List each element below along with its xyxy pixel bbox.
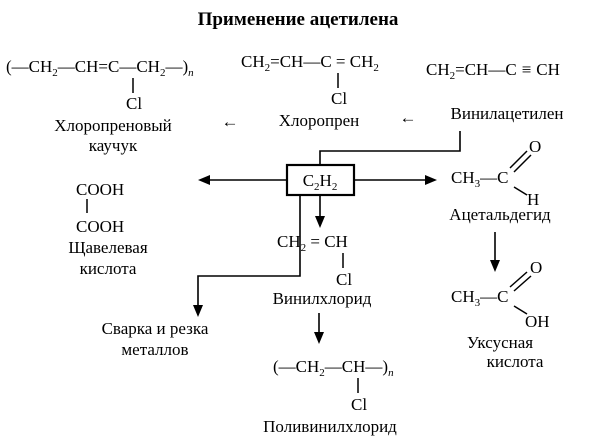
svg-text:CH3—C: CH3—C [451,168,508,190]
hub-to-vinylacetylene-line [319,131,461,165]
chloroprene-rubber-mid: —CH=C—CH [57,57,160,76]
acetic-acid-oh: OH [525,312,550,331]
vinyl-chloride-to-pvc-arrowhead [314,332,324,344]
vinylacetylene-formula: CH2=CH—C≡CH [426,60,560,82]
vinylacetylene-name: Винилацетилен [451,104,564,123]
acetic-acid-formula: CH3—C O OH [451,258,550,331]
chloroprene-rubber-sub1: 2 [52,67,58,79]
chloroprene-rubber-formula: (—CH2—CH=C—CH2—)n Cl [6,57,194,113]
acetaldehyde-dash: —C [479,168,508,187]
hub-to-oxalic-arrowhead [198,175,210,185]
oxalic-acid-bottom: COOH [76,217,124,236]
acetaldehyde-co-bond2 [513,154,532,173]
acetic-acid-dash: —C [479,287,508,306]
acetaldehyde-formula: CH3—C O H [451,137,541,209]
arrow-to-chloroprene: ← [400,108,417,127]
vinyl-chloride-left-sub: 2 [301,242,307,254]
svg-text:(—CH2—CH—)n: (—CH2—CH—)n [273,357,394,379]
welding-line1: Сварка и резка [102,319,209,338]
oxalic-acid-name-line1: Щавелевая [68,238,148,257]
acetylene-c: C [303,171,314,190]
pvc-mid: —CH—) [324,357,388,376]
acetic-acid-co-bond2 [513,275,532,292]
oxalic-acid-name-line2: кислота [80,259,137,278]
diagram-title: Применение ацетилена [198,9,399,30]
vinyl-chloride-formula: CH2 = CH Cl [277,232,352,289]
chloroprene-b-sub: 2 [373,62,379,74]
pvc-name: Поливинилхлорид [263,417,397,436]
acetic-acid-left-sub: 3 [475,297,481,309]
pvc-n: n [388,367,394,379]
chloroprene-rubber-close: —) [164,57,188,76]
vinylacetylene-a-sub: 2 [450,70,456,82]
chloroprene-rubber-sub2: 2 [160,67,166,79]
acetaldehyde-left-sub: 3 [475,178,481,190]
vinyl-chloride-mid: = CH [306,232,348,251]
hub-to-welding-arrowhead [193,305,203,317]
chloroprene-a: CH [241,52,265,71]
vinylacetylene-triple: ≡ [522,60,532,79]
acetaldehyde-to-acetic-arrowhead [490,260,500,272]
hub-to-acetaldehyde-arrowhead [425,175,437,185]
acetaldehyde-o: O [529,137,541,156]
acetylene-h: H [320,171,332,190]
acetic-acid-co-bond1 [509,271,528,288]
acetic-acid-name-line2: кислота [487,352,544,371]
svg-text:CH2=CH—C≡CH: CH2=CH—C≡CH [426,60,560,82]
acetylene-formula: C2H2 [303,171,338,193]
acetylene-sub1: 2 [314,181,320,193]
hub-to-welding-line [197,195,301,307]
svg-text:CH3—C: CH3—C [451,287,508,309]
svg-text:CH2=CH—C = CH2: CH2=CH—C = CH2 [241,52,379,74]
chloroprene-rubber-cl: Cl [126,94,142,113]
chloroprene-b: =CH—C = CH [270,52,373,71]
vinyl-chloride-cl: Cl [336,270,352,289]
oxalic-acid-top: COOH [76,180,124,199]
chloroprene-name: Хлоропрен [279,111,360,130]
acetylene-box [285,163,356,197]
chloroprene-rubber-name-line2: каучук [89,136,138,155]
vinylacetylene-b: =CH—C [455,60,517,79]
chloroprene-rubber-name-line1: Хлоропреновый [54,116,172,135]
acetaldehyde-ch-bond [513,186,528,196]
chloroprene-rubber-n: n [188,67,194,79]
chloroprene-a-sub: 2 [265,62,271,74]
pvc-open: (—CH [273,357,319,376]
acetic-acid-o: O [530,258,542,277]
vinylacetylene-a: CH [426,60,450,79]
acetaldehyde-left: CH [451,168,475,187]
acetaldehyde-co-bond1 [509,150,528,169]
acetic-acid-left: CH [451,287,475,306]
vinyl-chloride-name: Винилхлорид [273,289,372,308]
oxalic-acid-formula: COOH COOH [76,180,124,236]
acetaldehyde-name: Ацетальдегид [449,205,551,224]
arrow-to-chloroprene-rubber: ← [222,112,239,131]
vinyl-chloride-left: CH [277,232,301,251]
welding-line2: металлов [121,340,188,359]
hub-to-vinyl-chloride-arrowhead [315,216,325,228]
chloroprene-formula: CH2=CH—C = CH2 Cl [241,52,379,108]
svg-text:(—CH2—CH=C—CH2—)n: (—CH2—CH=C—CH2—)n [6,57,194,79]
svg-text:CH2 = CH: CH2 = CH [277,232,348,254]
pvc-sub1: 2 [319,367,325,379]
acetic-acid-name-line1: Уксусная [467,333,533,352]
pvc-formula: (—CH2—CH—)n Cl [273,357,394,414]
chloroprene-cl: Cl [331,89,347,108]
chloroprene-rubber-open: (—CH [6,57,52,76]
acetic-acid-coh-bond [513,305,528,315]
pvc-cl: Cl [351,395,367,414]
vinylacetylene-c: CH [536,60,560,79]
acetylene-sub2: 2 [332,181,338,193]
acetaldehyde-h: H [527,190,539,209]
